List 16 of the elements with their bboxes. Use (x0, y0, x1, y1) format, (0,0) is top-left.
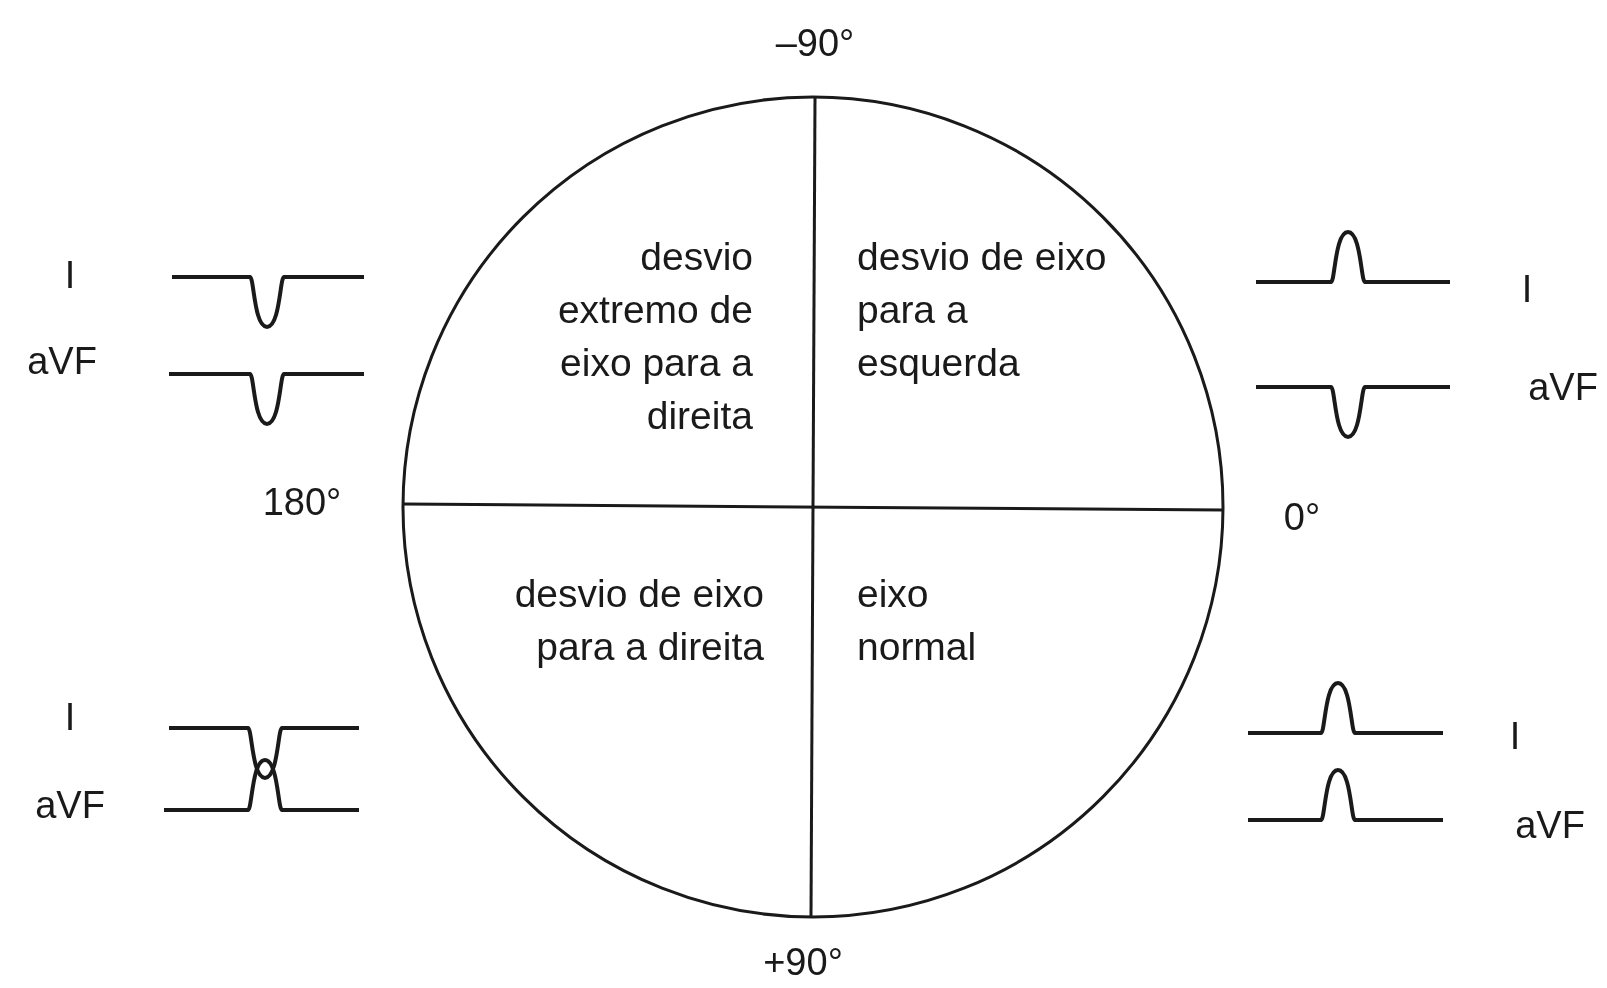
quadrant-label: eixo normal (857, 567, 1017, 673)
angle-label: 0° (1283, 495, 1321, 539)
lead-label: I (64, 695, 76, 739)
lead-label: I (1521, 267, 1533, 311)
lead-label: I (1509, 714, 1521, 758)
angle-label: 180° (262, 480, 342, 524)
lead-label: aVF (1515, 803, 1585, 847)
lead-label: aVF (27, 339, 97, 383)
lead-label: aVF (1528, 365, 1598, 409)
quadrant-label: desvio de eixo para a esquerda (857, 230, 1127, 389)
lead-label: aVF (35, 783, 105, 827)
angle-label: +90° (763, 940, 843, 984)
quadrant-label: desvio extremo de eixo para a direita (493, 230, 753, 442)
lead-label: I (64, 253, 76, 297)
quadrant-label: desvio de eixo para a direita (500, 567, 764, 673)
angle-label: –90° (775, 21, 855, 65)
